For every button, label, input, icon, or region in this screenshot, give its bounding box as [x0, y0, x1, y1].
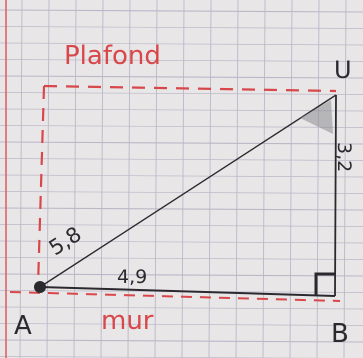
grid-line-horizontal [0, 306, 363, 310]
measure-height: 3,2 [333, 142, 355, 172]
grid-line-vertical [19, 0, 23, 358]
grid-line-vertical [181, 0, 185, 358]
grid-line-horizontal [0, 207, 363, 211]
grid-line-horizontal [0, 125, 363, 128]
grid-line-vertical [46, 0, 50, 358]
grid-line-vertical [100, 0, 104, 358]
grid-line-horizontal [0, 224, 363, 227]
point-a-dot [34, 281, 46, 293]
grid-line-horizontal [0, 158, 363, 161]
grid-line-horizontal [0, 42, 363, 46]
wall-label: mur [101, 306, 154, 336]
measure-base: 4,9 [117, 266, 147, 288]
side-ub [334, 94, 337, 297]
grid-line-horizontal [0, 92, 363, 95]
grid-line-horizontal [0, 191, 363, 194]
side-ab [39, 286, 336, 297]
vertex-u-label: U [334, 56, 352, 84]
ceiling-dashed-line [43, 84, 337, 93]
grid-line-horizontal [0, 174, 363, 178]
grid-line-horizontal [0, 141, 363, 145]
grid-line-horizontal [0, 257, 363, 260]
grid-line-horizontal [0, 59, 363, 62]
vertex-a-label: A [14, 311, 32, 341]
grid-line-horizontal [0, 75, 363, 79]
grid-line-vertical [154, 0, 158, 358]
grid-line-horizontal [0, 339, 363, 343]
vertex-b-label: B [331, 319, 349, 349]
floor-dashed-line [9, 291, 341, 302]
corner-u-shading [300, 100, 333, 134]
grid-line-vertical [235, 0, 239, 358]
grid-line-vertical [343, 0, 347, 358]
grid-line-horizontal [0, 9, 363, 13]
grid-line-horizontal [0, 108, 363, 112]
grid-line-vertical [289, 0, 293, 358]
grid-line-horizontal [0, 323, 363, 326]
grid-line-vertical [127, 0, 131, 358]
grid-line-vertical [316, 0, 320, 358]
ceiling-label: Plafond [64, 41, 161, 71]
grid-line-horizontal [0, 26, 363, 29]
right-angle-mark [314, 272, 335, 295]
left-dashed-line [36, 85, 46, 287]
grid-line-horizontal [0, 240, 363, 244]
side-au [39, 94, 337, 288]
grid-line-vertical [73, 0, 77, 358]
